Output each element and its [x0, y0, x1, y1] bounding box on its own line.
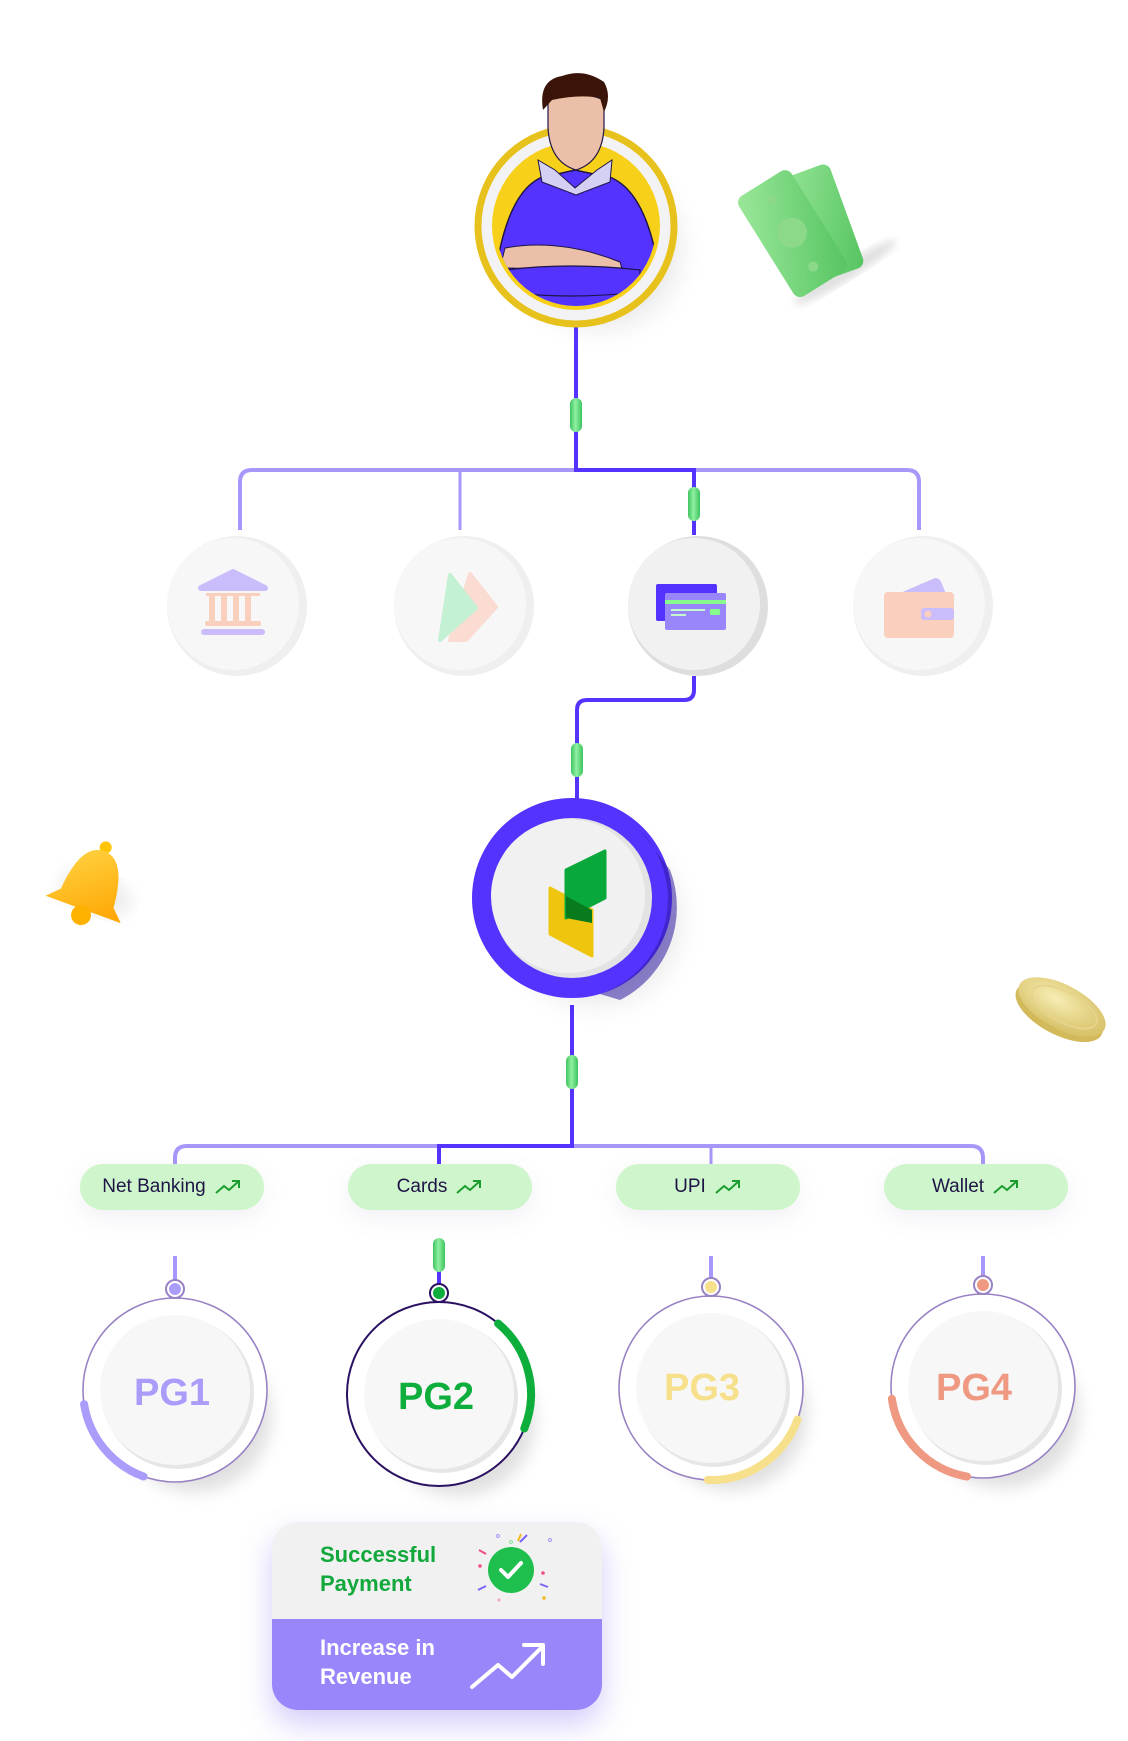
payment-method-wallet[interactable]	[853, 536, 993, 676]
success-title-line2: Payment	[320, 1571, 412, 1596]
gold-coin-icon	[1015, 977, 1106, 1043]
gateway-label-pg3: PG3	[663, 1367, 741, 1409]
route-tag-wallet[interactable]: Wallet	[884, 1164, 1068, 1210]
gateway-node-pg1[interactable]	[80, 1279, 271, 1492]
route-tag-label: Cards	[396, 1176, 448, 1197]
gateway-disc	[908, 1311, 1058, 1461]
route-tag-label: Wallet	[931, 1176, 985, 1197]
connector-pill	[433, 1238, 445, 1272]
route-tag-upi[interactable]: UPI	[616, 1164, 800, 1210]
gateway-knob-dot	[705, 1281, 717, 1293]
revenue-title-line2: Revenue	[320, 1664, 412, 1689]
gateway-node-pg2[interactable]	[346, 1283, 535, 1496]
revenue-increase-section: Increase in Revenue	[272, 1619, 602, 1710]
payment-method-net-banking[interactable]	[167, 536, 307, 676]
gateway-knob-dot	[169, 1283, 181, 1295]
router-logo-icon	[548, 849, 607, 958]
gateway-disc	[636, 1313, 786, 1463]
routes-branch-line	[173, 1144, 985, 1210]
methods-branch-line	[238, 468, 921, 530]
bell-icon	[45, 841, 132, 926]
connector-pill	[566, 1055, 578, 1089]
gateway-load-arc	[80, 1400, 148, 1481]
gateway-node-pg4[interactable]	[887, 1275, 1079, 1488]
customer-avatar	[474, 73, 696, 344]
trend-up-icon	[993, 1180, 1019, 1194]
bank-icon	[198, 569, 268, 635]
connector-pill	[688, 487, 700, 521]
credit-card-icon	[656, 584, 726, 630]
active-path-top	[574, 322, 696, 535]
gateway-disc	[100, 1315, 250, 1465]
money-bills-icon	[738, 164, 897, 306]
route-tag-label: UPI	[674, 1176, 706, 1197]
success-check-icon	[477, 1533, 552, 1602]
connector-pill	[571, 743, 583, 777]
route-tag-net-banking[interactable]: Net Banking	[80, 1164, 264, 1210]
trend-up-icon	[456, 1180, 482, 1194]
route-tag-cards[interactable]: Cards	[348, 1164, 532, 1210]
route-tag-label: Net Banking	[102, 1176, 206, 1197]
gateway-load-arc	[703, 1415, 802, 1484]
gateway-disc	[364, 1319, 514, 1469]
gateway-label-pg2: PG2	[397, 1376, 475, 1418]
payment-method-cards[interactable]	[628, 536, 768, 676]
gateway-node-pg3[interactable]	[618, 1277, 807, 1490]
result-card: Successful Payment I	[272, 1522, 602, 1710]
active-path-mid	[575, 676, 696, 808]
gateway-load-arc	[494, 1319, 535, 1433]
successful-payment-section: Successful Payment	[272, 1522, 602, 1619]
wallet-icon	[884, 578, 954, 638]
gateway-label-pg1: PG1	[133, 1372, 211, 1414]
play-arrows-icon	[438, 572, 498, 642]
trend-up-icon	[715, 1180, 740, 1194]
gateway-knob-dot	[977, 1279, 989, 1291]
gateway-knob-dot	[433, 1287, 445, 1299]
trend-up-arrow-icon	[470, 1643, 545, 1689]
revenue-title-line1: Increase in	[320, 1635, 435, 1660]
trend-up-icon	[215, 1180, 240, 1194]
gateway-load-arc	[887, 1394, 972, 1481]
payment-method-upi[interactable]	[394, 536, 534, 676]
connector-pill	[570, 398, 582, 432]
router-node[interactable]	[472, 798, 696, 1020]
success-title-line1: Successful	[320, 1542, 437, 1567]
gateway-label-pg4: PG4	[935, 1367, 1013, 1409]
